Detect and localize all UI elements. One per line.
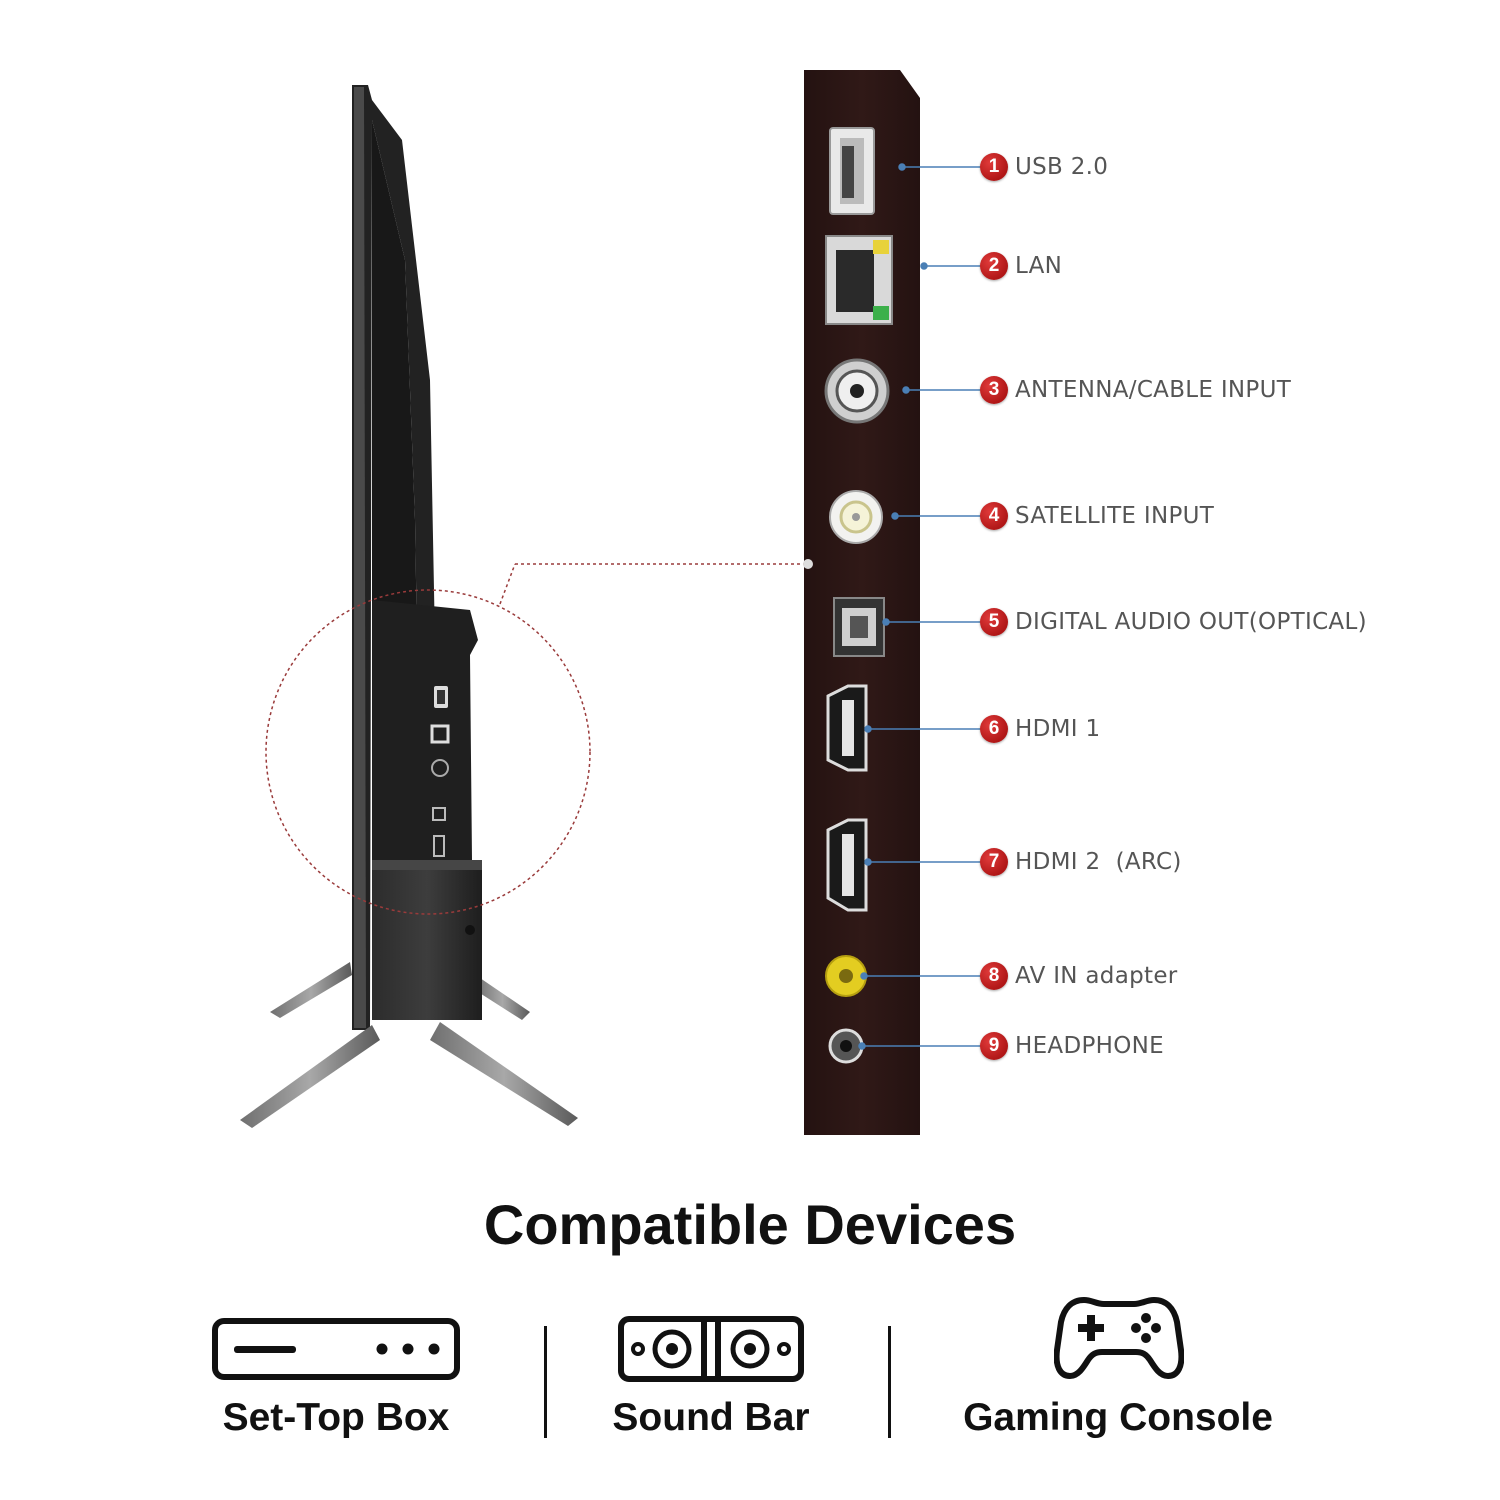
port-name: LAN [1015, 253, 1063, 279]
port-number-badge: 2 [980, 252, 1008, 280]
port-label-lan: 2 LAN [980, 248, 1062, 284]
compatible-devices-heading: Compatible Devices [483, 1193, 1017, 1256]
set-top-box-icon [212, 1318, 460, 1380]
port-name: ANTENNA/CABLE INPUT [1015, 377, 1292, 403]
port-name: AV IN adapter [1015, 963, 1178, 989]
port-label-satellite: 4 SATELLITE INPUT [980, 498, 1214, 534]
tv-stand-legs [270, 962, 530, 1020]
tv-stand-front-legs [240, 1022, 578, 1128]
zoom-callout [265, 563, 810, 915]
sound-bar-icon [618, 1316, 804, 1382]
port-name: USB 2.0 [1015, 154, 1109, 180]
port-name: DIGITAL AUDIO OUT(OPTICAL) [1015, 609, 1367, 635]
port-number-badge: 7 [980, 848, 1008, 876]
port-label-optical: 5 DIGITAL AUDIO OUT(OPTICAL) [980, 604, 1367, 640]
port-label-av-in: 8 AV IN adapter [980, 958, 1178, 994]
port-number-badge: 6 [980, 715, 1008, 743]
port-number-badge: 3 [980, 376, 1008, 404]
port-label-hdmi1: 6 HDMI 1 [980, 711, 1100, 747]
device-label-gaming-console: Gaming Console [963, 1396, 1273, 1439]
device-label-sound-bar: Sound Bar [612, 1396, 810, 1439]
tv-body-side [352, 85, 482, 1030]
port-label-usb: 1 USB 2.0 [980, 149, 1108, 185]
port-name: HEADPHONE [1015, 1033, 1164, 1059]
divider [544, 1326, 547, 1438]
port-number-badge: 9 [980, 1032, 1008, 1060]
port-label-hdmi2: 7 HDMI 2 (ARC) [980, 844, 1182, 880]
divider [888, 1326, 891, 1438]
callout-lines [858, 163, 982, 1050]
port-panel [803, 70, 920, 1135]
port-name: HDMI 2 (ARC) [1015, 849, 1182, 875]
port-number-badge: 5 [980, 608, 1008, 636]
port-number-badge: 8 [980, 962, 1008, 990]
gamepad-icon [1054, 1297, 1184, 1379]
device-label-set-top-box: Set-Top Box [222, 1396, 450, 1439]
tv-side-panel-illustration [240, 70, 982, 1135]
port-number-badge: 1 [980, 153, 1008, 181]
port-name: SATELLITE INPUT [1015, 503, 1215, 529]
port-number-badge: 4 [980, 502, 1008, 530]
port-label-headphone: 9 HEADPHONE [980, 1028, 1164, 1064]
port-label-antenna: 3 ANTENNA/CABLE INPUT [980, 372, 1291, 408]
port-name: HDMI 1 [1015, 716, 1101, 742]
